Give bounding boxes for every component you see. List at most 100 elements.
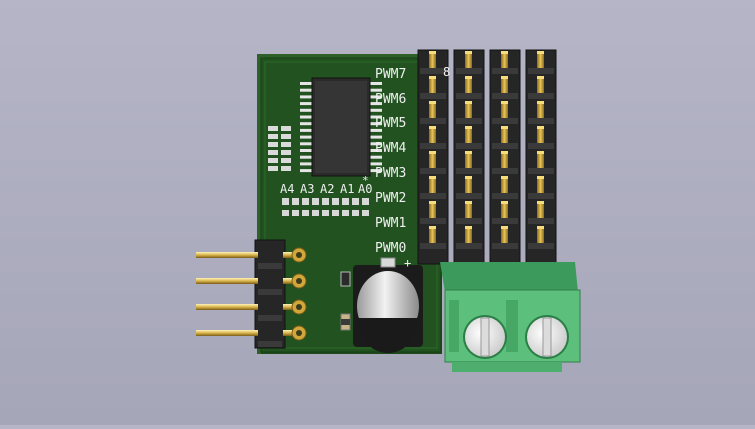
ic-pin [369, 135, 382, 139]
header-pin [537, 51, 544, 68]
header-pin-tip [465, 51, 472, 54]
header-pin [283, 278, 295, 284]
header-divider [528, 193, 554, 199]
header-pin [501, 176, 508, 193]
header-divider [492, 193, 518, 199]
header-pin [537, 151, 544, 168]
header-pin [429, 76, 436, 93]
header-divider [492, 218, 518, 224]
address-label-a3: A3 [300, 182, 314, 196]
ic-pin [369, 149, 382, 152]
header-pin [196, 330, 258, 336]
header-divider [420, 218, 446, 224]
header-pin [283, 304, 295, 310]
pwm-label-4: PWM4 [375, 141, 406, 156]
header-divider [492, 143, 518, 149]
smd-pad [268, 150, 278, 155]
ic-pin [300, 108, 313, 112]
jumper-pad [302, 210, 309, 216]
ic-pin [300, 82, 313, 85]
header-pin [429, 126, 436, 143]
header-pin-tip [465, 126, 472, 129]
header-pin-tip [465, 101, 472, 104]
header-divider [420, 118, 446, 124]
smd-pad [281, 158, 291, 163]
jumper-pad [362, 198, 369, 205]
ic-pin [300, 149, 313, 152]
header-pin [501, 51, 508, 68]
header-divider [456, 243, 482, 249]
ic-pin [300, 95, 313, 99]
header-pin [429, 51, 436, 68]
ic-pin [300, 155, 313, 159]
header-pin-tip [501, 176, 508, 179]
through-hole [296, 252, 302, 258]
jumper-pad [342, 198, 349, 205]
jumper-pad [292, 210, 299, 216]
header-pin-tip [429, 201, 436, 204]
header-pin-tip [465, 176, 472, 179]
header-divider [492, 243, 518, 249]
header-pin-tip [429, 151, 436, 154]
header-pin-tip [501, 226, 508, 229]
header-divider [456, 68, 482, 74]
header-pin [429, 101, 436, 118]
header-pin [501, 101, 508, 118]
smd-pad [268, 166, 278, 171]
header-pin [465, 201, 472, 218]
smd-pad [268, 142, 278, 147]
header-pin [196, 252, 258, 258]
header-divider [420, 168, 446, 174]
header-pin [537, 101, 544, 118]
header-pin [465, 101, 472, 118]
ic-pin [369, 108, 382, 112]
header-pin [501, 226, 508, 243]
header-divider [492, 168, 518, 174]
jumper-pad [282, 210, 289, 216]
header-pin [429, 176, 436, 193]
pwm-label-5: PWM5 [375, 116, 406, 131]
header-divider [456, 218, 482, 224]
header-pin-tip [537, 76, 544, 79]
pwm-labels: PWM7 PWM6 PWM5 PWM4 PWM3 PWM2 PWM1 PWM0 [375, 67, 406, 256]
ic-pin [369, 162, 382, 166]
header-pin [501, 76, 508, 93]
jumper-pad [322, 198, 329, 205]
address-labels: A4 A3 A2 A1 A0 [280, 182, 372, 196]
smd-resistor-array [268, 126, 291, 171]
smd-pad [268, 158, 278, 163]
ic-pin [300, 135, 313, 139]
ic-pin [300, 128, 313, 132]
jumper-pad [352, 198, 359, 205]
header-divider [528, 243, 554, 249]
header-divider [528, 68, 554, 74]
ic-pin [369, 88, 382, 92]
header-divider [456, 143, 482, 149]
header-pin [196, 278, 258, 284]
jumper-pad [362, 210, 369, 216]
pwm-label-6: PWM6 [375, 92, 406, 107]
header-divider [420, 143, 446, 149]
header-pin-tip [537, 126, 544, 129]
ic-pin [369, 95, 382, 99]
header-divider [456, 118, 482, 124]
ic-chip: * [300, 77, 382, 187]
header-pin-tip [429, 51, 436, 54]
header-divider [258, 341, 282, 347]
smd-pad [281, 150, 291, 155]
pin1-asterisk: * [362, 174, 369, 187]
header-divider [456, 168, 482, 174]
jumper-pad [282, 198, 289, 205]
header-pin-tip [429, 126, 436, 129]
header-pin-tip [537, 226, 544, 229]
header-pin [196, 304, 258, 310]
ic-pin [300, 169, 313, 173]
header-divider [420, 193, 446, 199]
pwm-label-7: PWM7 [375, 67, 406, 82]
header-divider [420, 93, 446, 99]
header-pin [537, 226, 544, 243]
smd-pad [268, 134, 278, 139]
ic-pins-right [369, 82, 382, 173]
pwm-label-1: PWM1 [375, 216, 406, 231]
